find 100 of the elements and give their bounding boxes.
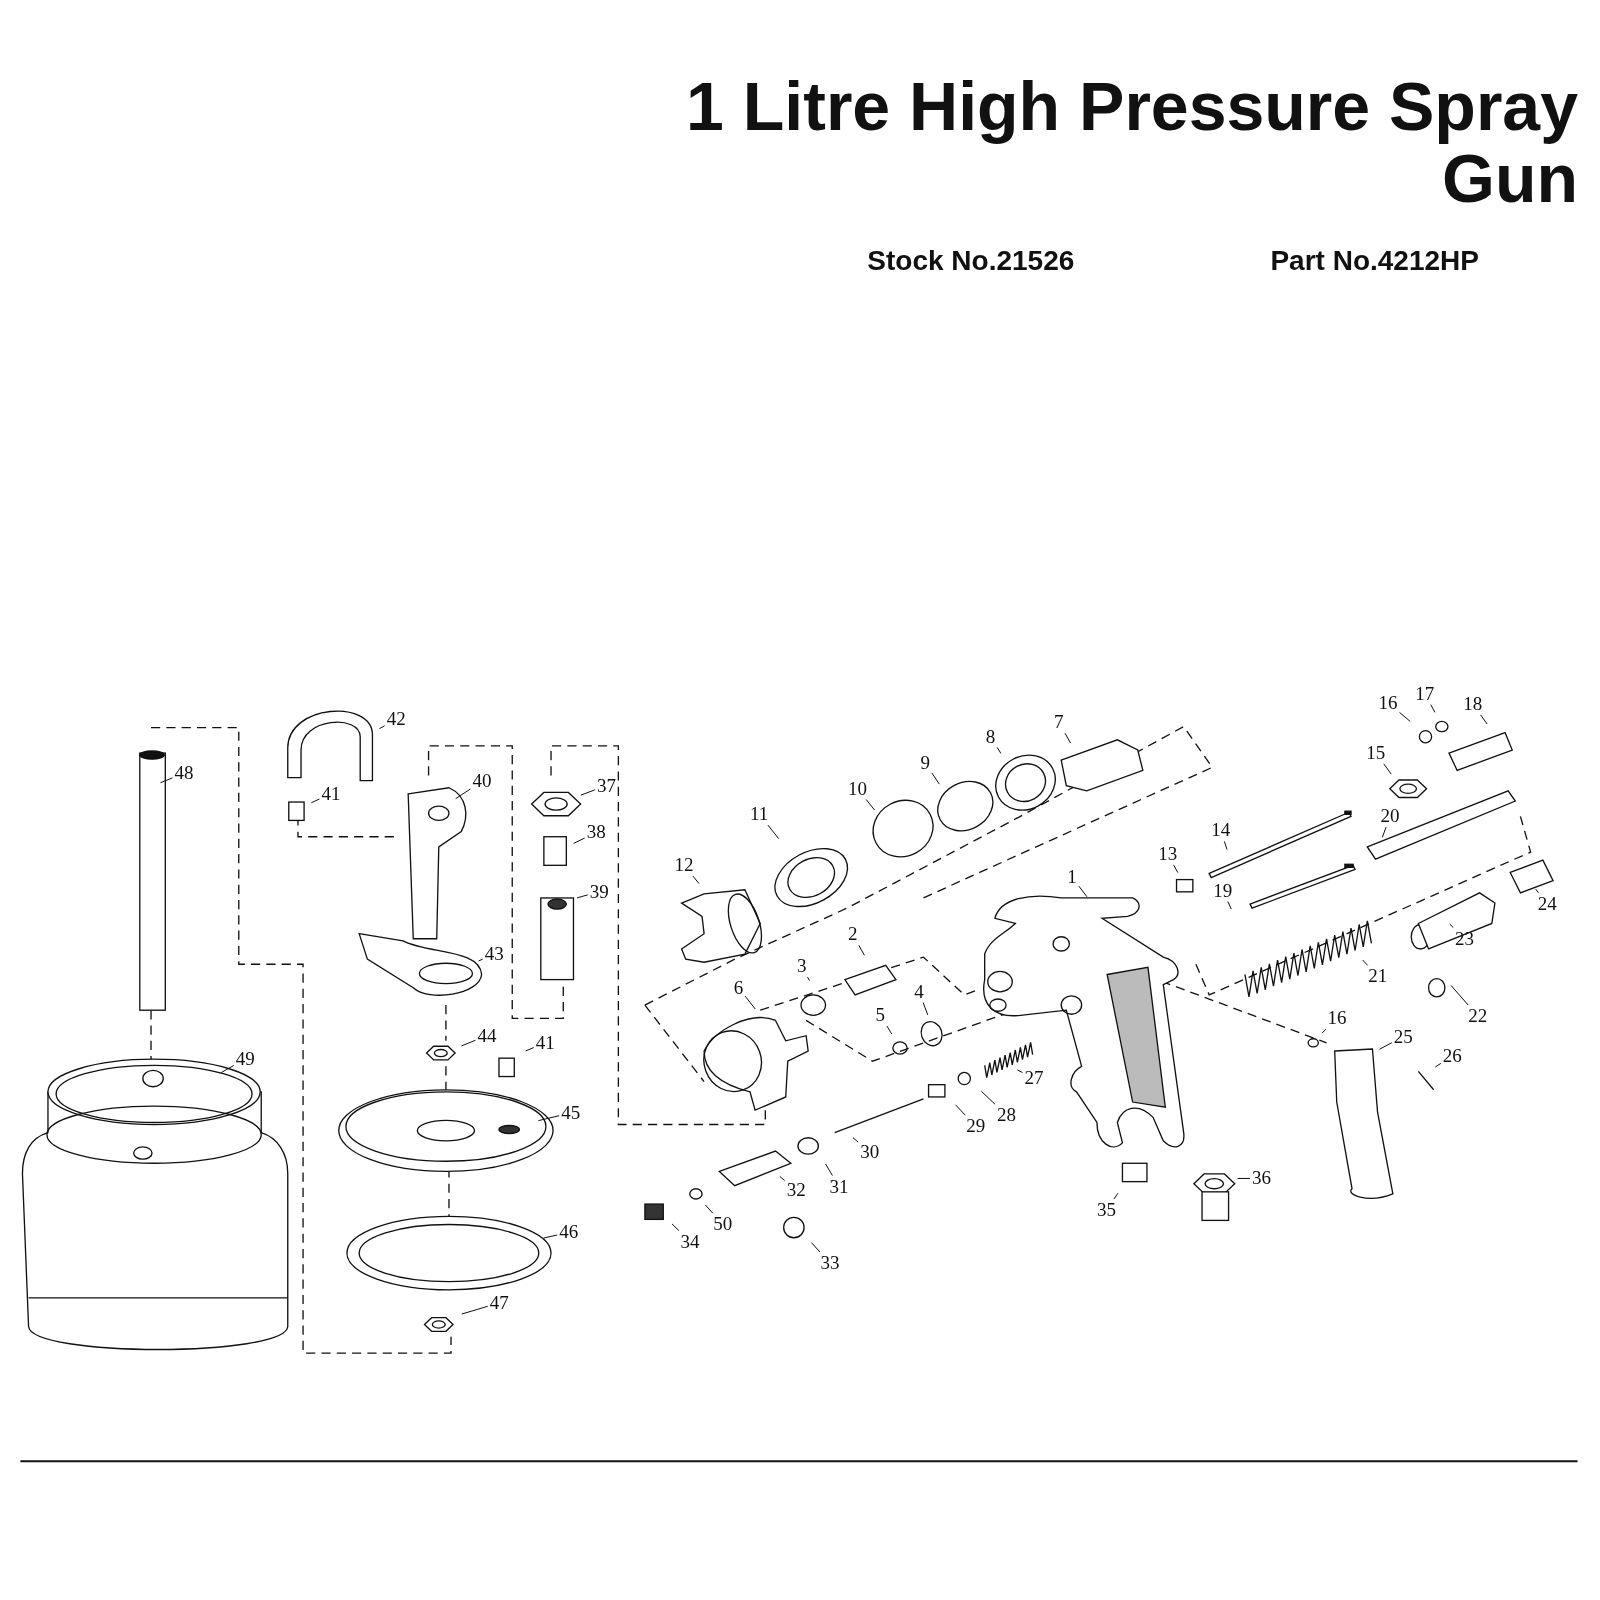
leader-line bbox=[886, 1025, 893, 1035]
leader-line bbox=[931, 772, 940, 785]
callout-number: 41 bbox=[320, 783, 342, 804]
part-number-text: Stock No.21526 bbox=[867, 244, 1075, 277]
callout-number: 17 bbox=[1414, 683, 1436, 704]
callout-number: 47 bbox=[488, 1292, 510, 1313]
leader-line bbox=[811, 1242, 821, 1253]
callout-number: 34 bbox=[679, 1231, 701, 1252]
callout-number: 14 bbox=[1210, 820, 1232, 841]
leader-line bbox=[461, 1305, 489, 1315]
callout-number: 2 bbox=[846, 924, 859, 945]
callout-number: 18 bbox=[1462, 693, 1484, 714]
callout-number: 40 bbox=[471, 771, 493, 792]
part-number-text: Part No.4212HP bbox=[1270, 244, 1479, 277]
leader-line bbox=[922, 1002, 929, 1016]
callout-number: 48 bbox=[173, 763, 195, 784]
leader-line bbox=[1113, 1192, 1119, 1200]
callout-number: 10 bbox=[846, 778, 868, 799]
leader-line bbox=[461, 1039, 476, 1047]
leader-line bbox=[980, 1090, 996, 1105]
leader-line bbox=[537, 1115, 560, 1122]
leader-line bbox=[1321, 1028, 1327, 1034]
callout-number: 43 bbox=[483, 943, 505, 964]
callout-number: 20 bbox=[1379, 806, 1401, 827]
callout-number: 36 bbox=[1251, 1168, 1272, 1189]
leader-line bbox=[310, 798, 320, 804]
leader-line bbox=[160, 777, 173, 784]
leader-line bbox=[1223, 840, 1228, 851]
leader-line bbox=[1381, 826, 1387, 838]
leader-line bbox=[220, 1065, 235, 1074]
callout-number: 8 bbox=[984, 726, 997, 747]
callout-number: 39 bbox=[588, 881, 610, 902]
callout-number: 42 bbox=[385, 709, 407, 730]
leader-line bbox=[1399, 712, 1411, 722]
leader-line bbox=[858, 945, 865, 956]
leader-line bbox=[543, 1234, 558, 1239]
leader-line bbox=[671, 1223, 680, 1232]
leader-line bbox=[1064, 732, 1072, 744]
callout-number: 35 bbox=[1095, 1200, 1117, 1220]
leader-line bbox=[955, 1104, 966, 1116]
callout-number: 37 bbox=[595, 775, 617, 796]
leader-line bbox=[1383, 763, 1392, 775]
callout-number: 26 bbox=[1441, 1045, 1463, 1066]
leader-line bbox=[1173, 864, 1179, 874]
leader-line bbox=[573, 837, 586, 844]
leader-line bbox=[478, 958, 484, 962]
callout-number: 4 bbox=[913, 981, 925, 1002]
callout-number: 15 bbox=[1365, 742, 1387, 763]
callout-number: 32 bbox=[785, 1179, 807, 1200]
callout-number: 12 bbox=[673, 855, 695, 876]
leader-line bbox=[1434, 1062, 1442, 1068]
callout-number: 27 bbox=[1023, 1068, 1045, 1089]
leader-line bbox=[1535, 888, 1540, 894]
leader-line bbox=[1379, 1042, 1393, 1050]
leader-line bbox=[865, 799, 876, 811]
leader-line bbox=[580, 789, 596, 796]
leader-line bbox=[525, 1047, 535, 1052]
callout-number: 38 bbox=[585, 822, 607, 843]
leader-line bbox=[996, 746, 1002, 754]
leader-line bbox=[807, 976, 810, 982]
leader-line bbox=[1450, 985, 1469, 1006]
callout-number: 45 bbox=[560, 1103, 582, 1124]
leader-line bbox=[744, 995, 756, 1010]
leader-line bbox=[704, 1204, 714, 1214]
callout-number: 1 bbox=[1066, 867, 1078, 888]
callout-number: 33 bbox=[819, 1253, 841, 1274]
callout-number: 6 bbox=[732, 977, 745, 998]
callout-number: 44 bbox=[476, 1025, 498, 1046]
title: 1 Litre High Pressure Spray Gun bbox=[685, 70, 1578, 214]
leader-line bbox=[1362, 959, 1369, 966]
callout-number: 7 bbox=[1053, 712, 1065, 733]
leader-line bbox=[576, 894, 589, 899]
leader-line bbox=[852, 1137, 859, 1143]
callout-number: 46 bbox=[558, 1222, 580, 1243]
callout-number: 31 bbox=[828, 1176, 850, 1197]
callout-number: 3 bbox=[795, 956, 808, 977]
callout-number: 16 bbox=[1377, 692, 1399, 713]
callout-number: 11 bbox=[748, 804, 770, 825]
leader-line bbox=[1430, 704, 1436, 713]
leader-line bbox=[1237, 1177, 1251, 1179]
callout-number: 23 bbox=[1454, 928, 1476, 949]
leader-line bbox=[1480, 714, 1488, 725]
leader-line bbox=[1449, 923, 1454, 929]
leader-line bbox=[1016, 1069, 1023, 1074]
callout-number: 21 bbox=[1367, 966, 1389, 987]
callout-number: 19 bbox=[1212, 880, 1234, 901]
callout-number: 13 bbox=[1157, 843, 1179, 864]
callout-number: 29 bbox=[965, 1116, 987, 1137]
leader-line bbox=[779, 1175, 786, 1181]
callout-number: 28 bbox=[995, 1105, 1017, 1126]
callout-number: 24 bbox=[1536, 893, 1558, 914]
callout-number: 30 bbox=[859, 1141, 881, 1162]
leader-line bbox=[455, 788, 471, 800]
callout-number: 22 bbox=[1467, 1006, 1489, 1027]
leader-line bbox=[1227, 901, 1232, 910]
leader-line bbox=[825, 1163, 833, 1176]
callout-number: 41 bbox=[534, 1032, 556, 1053]
leader-line bbox=[767, 824, 780, 840]
callout-number: 9 bbox=[919, 753, 931, 774]
callout-number: 16 bbox=[1326, 1008, 1348, 1029]
